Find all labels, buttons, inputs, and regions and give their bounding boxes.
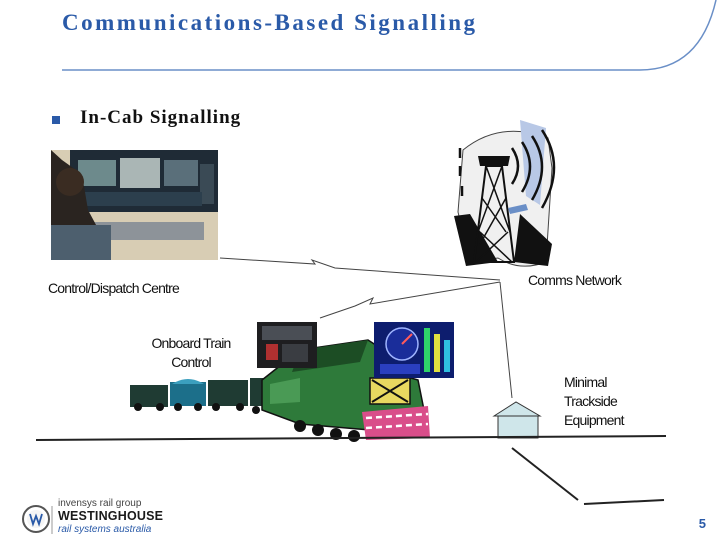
label-trackside-line-3: Equipment [564,412,625,428]
bullet-square-icon [52,116,60,124]
onboard-equipment-photo [257,322,317,368]
logo-group-text: invensys rail group [58,498,142,509]
comms-tower [454,120,556,267]
branch-track [511,447,579,501]
control-centre-photo [51,150,218,260]
bullet-in-cab-signalling: In-Cab Signalling [80,107,242,128]
trackside-hut [492,401,542,439]
label-onboard-train-control: Onboard Train Control [132,334,250,372]
incab-display [374,322,454,378]
label-control-centre: Control/Dispatch Centre [48,280,180,296]
label-onboard-line-1: Onboard Train [151,335,231,351]
label-trackside-line-2: Trackside [564,393,618,409]
title-rule [62,0,717,71]
logo-brand: WESTINGHOUSE [58,509,164,523]
siding-track [583,499,665,505]
link-network-to-train [319,281,501,319]
westinghouse-logo-icon [22,505,50,533]
label-trackside-line-1: Minimal [564,374,607,390]
slide-title: Communications-Based Signalling [62,10,478,35]
label-trackside-equipment: Minimal Trackside Equipment [564,373,625,430]
link-control-to-network [219,257,501,281]
label-comms-network: Comms Network [528,272,622,288]
track-lines [35,435,667,505]
label-onboard-line-2: Control [171,354,211,370]
logo-subtitle: rail systems australia [58,524,152,535]
comms-links [219,257,513,399]
link-network-to-trackside [499,281,513,399]
page-number: 5 [698,516,706,531]
main-track [35,435,667,441]
